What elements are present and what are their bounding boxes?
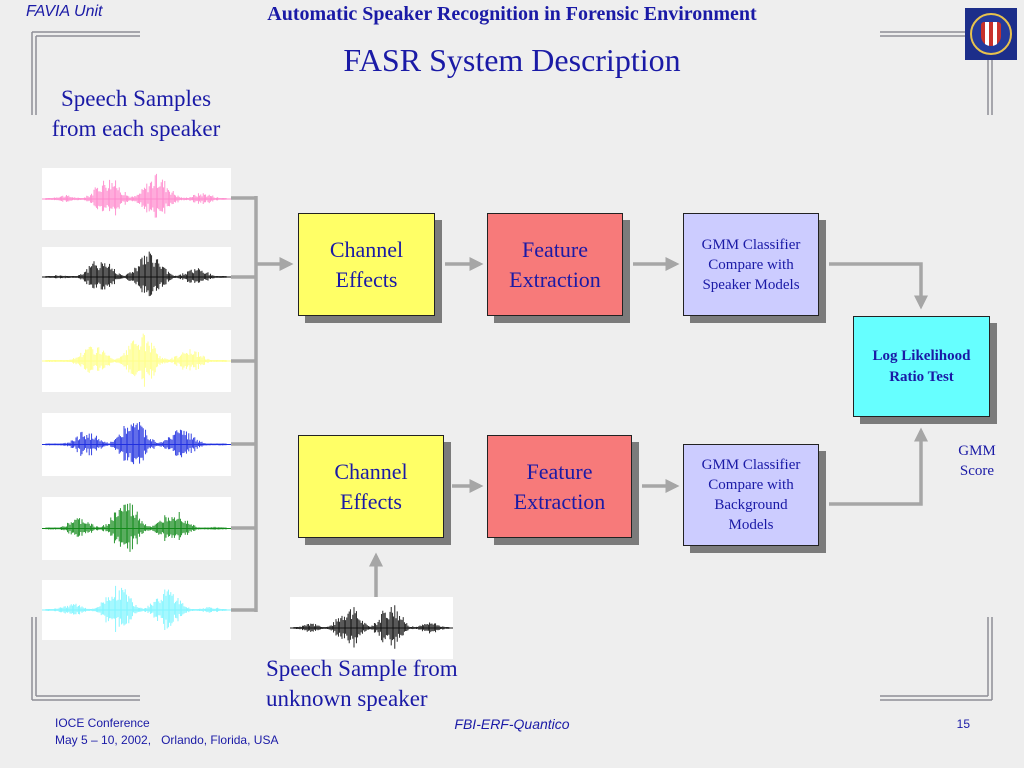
page-number: 15 — [956, 717, 970, 731]
unit-label: FAVIA Unit — [26, 3, 103, 20]
presentation-title: Automatic Speaker Recognition in Forensi… — [267, 3, 757, 25]
waveform-speaker-6 — [42, 580, 231, 640]
waveform-trace — [42, 251, 231, 297]
unknown-speaker-caption: Speech Sample from unknown speaker — [266, 656, 458, 711]
waveform-trace — [42, 333, 231, 387]
waveform-speaker-2 — [42, 247, 231, 307]
arrow-to-llr-bottom — [829, 427, 928, 506]
fbi-seal-icon — [965, 8, 1017, 60]
arrow-to-llr-top — [829, 262, 928, 310]
gmm-score-label: GMM Score — [958, 443, 996, 479]
waveform-trace — [42, 503, 231, 552]
gmm-classifier-background-box: GMM Classifier Compare with Background M… — [683, 444, 819, 546]
waveform-trace — [42, 585, 231, 632]
waveform-speaker-3 — [42, 330, 231, 392]
footer-conference: IOCE Conference May 5 – 10, 2002, Orland… — [55, 716, 279, 747]
waveform-trace — [42, 422, 231, 465]
speech-samples-caption: Speech Samples from each speaker — [51, 86, 221, 141]
waveform-unknown-speaker — [290, 597, 453, 659]
waveform-speaker-1 — [42, 168, 231, 230]
waveform-speaker-5 — [42, 497, 231, 560]
footer-center: FBI-ERF-Quantico — [454, 716, 570, 732]
slide-title: FASR System Description — [343, 42, 681, 78]
waveform-trace — [42, 173, 231, 218]
waveform-speaker-4 — [42, 413, 231, 476]
gmm-classifier-speaker-box: GMM Classifier Compare with Speaker Mode… — [683, 213, 819, 316]
waveform-trace — [290, 605, 453, 649]
